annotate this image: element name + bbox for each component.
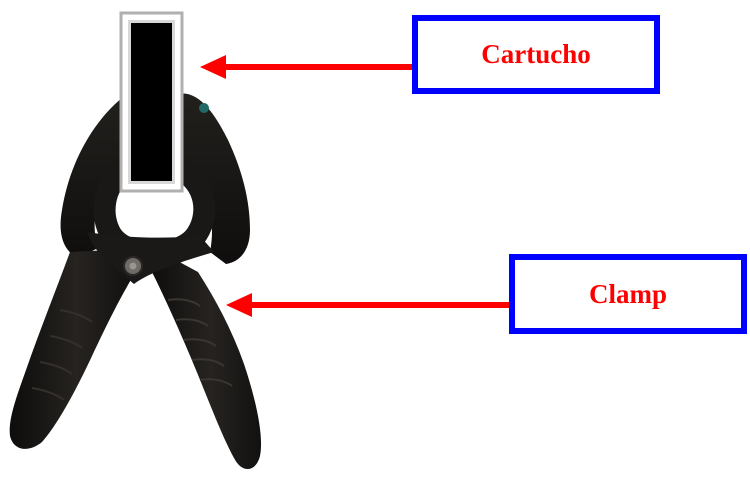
clamp-left-jaw xyxy=(60,98,130,258)
clamp-pivot-body xyxy=(88,232,214,284)
clamp-accent xyxy=(199,103,209,113)
cartridge-body xyxy=(131,23,172,181)
arrow-cartucho xyxy=(200,55,412,79)
arrow-clamp-head xyxy=(226,293,252,317)
spring-clamp-icon xyxy=(9,93,262,470)
clamp-right-handle xyxy=(150,258,262,470)
arrow-cartucho-head xyxy=(200,55,226,79)
clamp-pivot-screw-center xyxy=(129,262,137,270)
arrow-clamp xyxy=(226,293,509,317)
clamp-label: Clamp xyxy=(588,278,667,309)
clamp-grip-ridges xyxy=(167,298,233,387)
cartridge-icon xyxy=(119,11,184,193)
cartucho-label-box: Cartucho xyxy=(412,15,660,94)
clamp-label-box: Clamp xyxy=(509,254,747,334)
clamp-right-jaw xyxy=(178,93,250,264)
clamp-left-grip-ridges xyxy=(31,309,93,401)
cartucho-label: Cartucho xyxy=(481,39,591,69)
clamp-left-handle xyxy=(9,250,133,449)
